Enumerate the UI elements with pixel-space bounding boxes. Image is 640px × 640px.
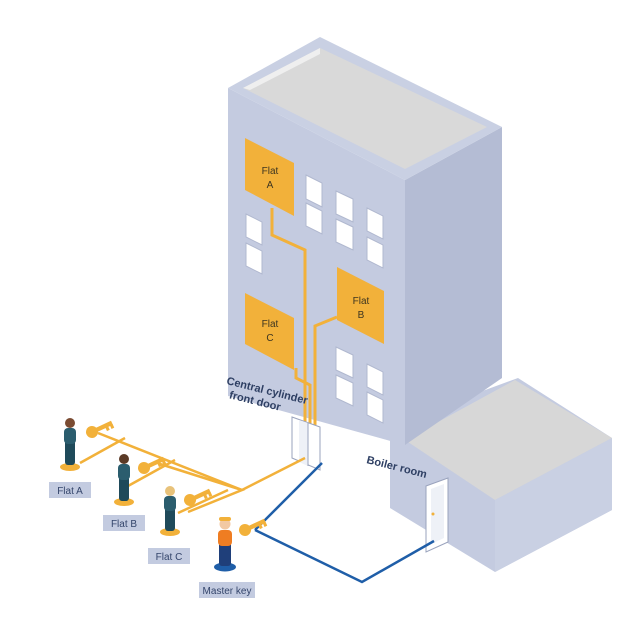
master-key-route xyxy=(254,462,435,584)
trunk-line xyxy=(241,456,306,492)
internal-key-lines xyxy=(270,208,338,425)
key-icon xyxy=(138,456,167,474)
key-icon xyxy=(86,420,115,438)
flat-a-box: Flat A xyxy=(245,138,294,216)
key-icon xyxy=(239,518,268,536)
flat-b-box: Flat B xyxy=(337,267,384,344)
main-building xyxy=(228,37,502,445)
tag-flat-c: Flat C xyxy=(148,548,190,564)
svg-text:Flat C: Flat C xyxy=(156,552,183,563)
tag-flat-a: Flat A xyxy=(49,482,91,498)
person-flat-a xyxy=(60,418,80,471)
flat-b-riser xyxy=(313,315,338,425)
flat-c-box-label-1: Flat xyxy=(262,319,279,330)
flat-a-box-label-2: A xyxy=(267,180,274,191)
key-line-flat-b xyxy=(127,458,176,488)
front-door xyxy=(291,416,321,471)
svg-text:Master key: Master key xyxy=(203,586,252,597)
annex-roof xyxy=(405,380,612,500)
svg-text:Flat B: Flat B xyxy=(111,519,137,530)
person-flat-c xyxy=(160,486,180,536)
flat-b-box-label-2: B xyxy=(358,310,365,321)
windows xyxy=(245,174,384,424)
resident-key-routes xyxy=(79,431,306,515)
boiler-room-door xyxy=(425,477,449,553)
tag-flat-b: Flat B xyxy=(103,515,145,531)
key-icon xyxy=(184,488,213,506)
tag-master-key: Master key xyxy=(199,582,255,598)
person-flat-b xyxy=(114,454,134,506)
flat-b-box-label-1: Flat xyxy=(353,296,370,307)
roof xyxy=(243,48,487,169)
flat-c-riser xyxy=(294,368,312,425)
svg-text:Flat A: Flat A xyxy=(57,486,83,497)
flat-c-box: Flat C xyxy=(245,293,294,370)
person-master-key xyxy=(214,517,236,572)
key-line-flat-a xyxy=(79,436,126,465)
flat-c-box-label-2: C xyxy=(266,333,273,344)
flat-a-riser xyxy=(270,208,307,425)
side-facade xyxy=(405,127,502,445)
flat-a-box-label-1: Flat xyxy=(262,166,279,177)
